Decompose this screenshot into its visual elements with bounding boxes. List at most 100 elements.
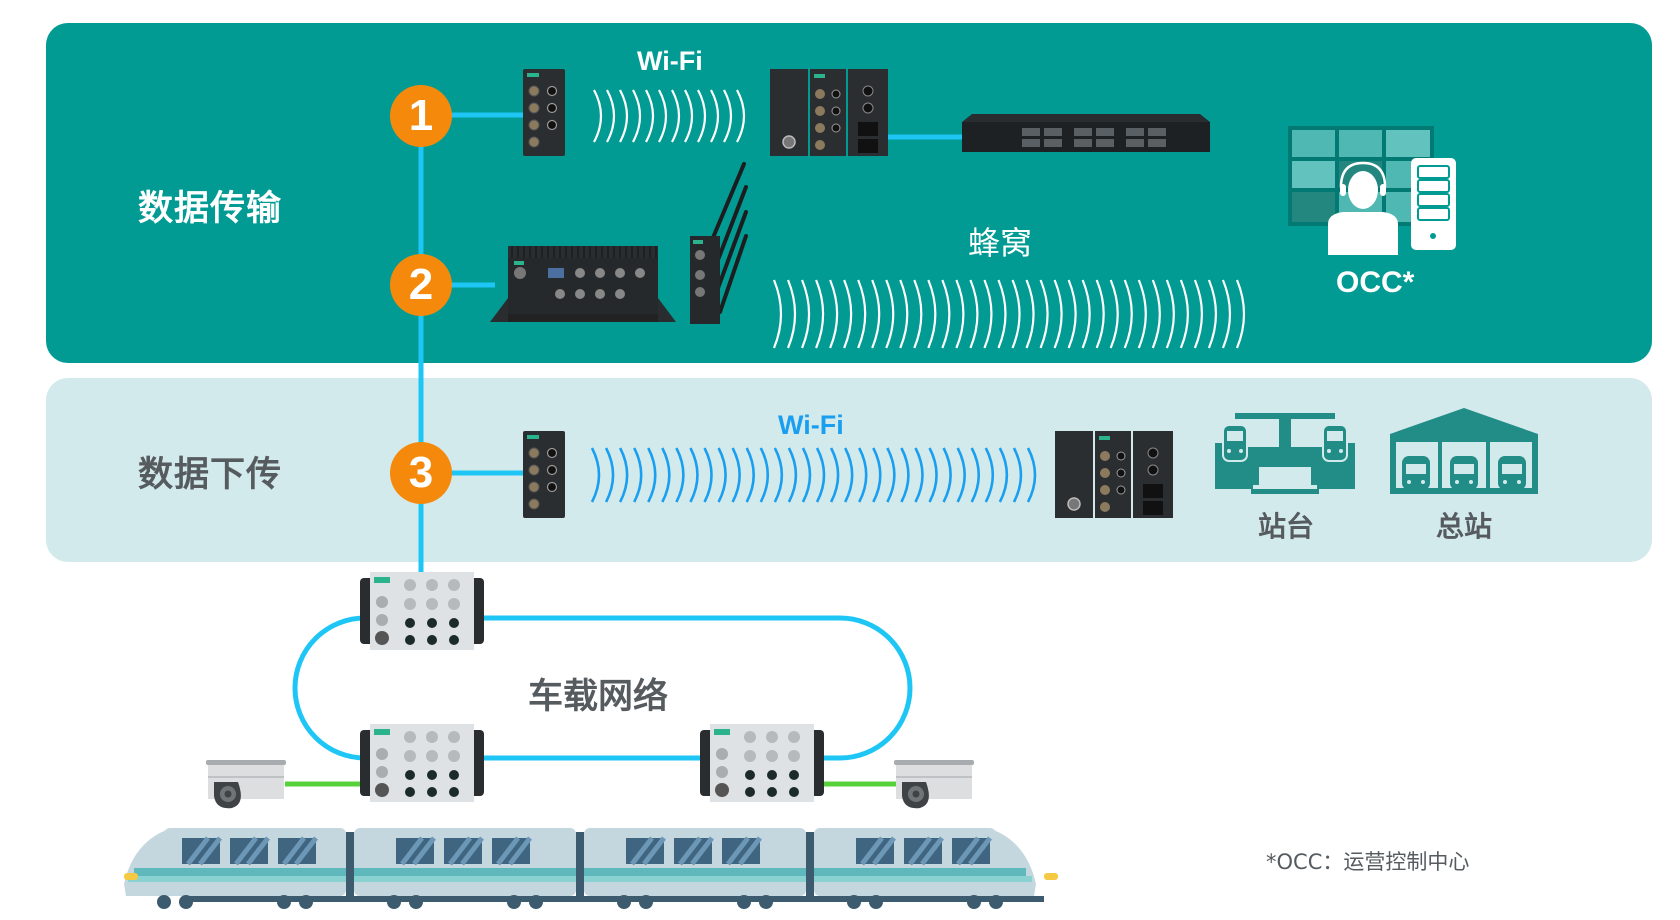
wifi-signal-offload-icon	[590, 447, 1037, 503]
signal-arc	[745, 447, 756, 503]
signal-arc	[759, 447, 770, 503]
onboard-computer-icon	[490, 246, 676, 322]
signal-arc	[956, 447, 966, 503]
onboard-switch-left-icon	[360, 724, 484, 802]
signal-arc	[1207, 279, 1217, 349]
signal-arc	[787, 447, 798, 503]
signal-arc	[983, 279, 993, 349]
signal-arc	[736, 89, 746, 143]
signal-arc	[886, 447, 896, 503]
signal-arc	[717, 447, 727, 503]
signal-arc	[675, 447, 685, 503]
signal-arc	[801, 279, 811, 349]
section-title-transmission: 数据传输	[138, 189, 283, 229]
cellular-label: 蜂窝	[968, 224, 1033, 262]
signal-arc	[843, 279, 853, 349]
signal-arc	[633, 447, 643, 503]
signal-arc	[1221, 279, 1231, 349]
train-car	[814, 828, 1036, 909]
switch-port	[1126, 128, 1144, 136]
signal-arc	[590, 447, 601, 503]
signal-arc	[928, 447, 938, 503]
headlight	[124, 873, 138, 880]
signal-arc	[1025, 279, 1035, 349]
signal-arc	[671, 89, 681, 143]
signal-arc	[1179, 279, 1189, 349]
signal-arc	[618, 447, 629, 503]
signal-arc	[703, 447, 713, 503]
signal-arc	[914, 447, 924, 503]
switch-port	[1022, 128, 1040, 136]
station-label: 站台	[1258, 510, 1315, 543]
headlight	[1044, 873, 1058, 880]
train-car	[124, 828, 346, 909]
signal-arc	[604, 447, 615, 503]
signal-arc	[647, 447, 657, 503]
signal-arc	[1026, 447, 1037, 503]
train-car	[354, 828, 576, 909]
signal-arc	[913, 279, 923, 349]
signal-arc	[1151, 279, 1161, 349]
signal-arc	[829, 447, 840, 503]
switch-port	[1096, 128, 1114, 136]
signal-arc	[1165, 279, 1175, 349]
signal-arc	[1095, 279, 1105, 349]
switch-port	[1044, 139, 1062, 147]
signal-arc	[942, 447, 952, 503]
signal-arc	[773, 447, 784, 503]
signal-arc	[645, 89, 655, 143]
depot-label: 总站	[1436, 510, 1493, 543]
wifi-label-top: Wi-Fi	[637, 46, 703, 76]
signal-arc	[1067, 279, 1077, 349]
signal-arc	[606, 89, 616, 143]
switch-port	[1096, 139, 1114, 147]
signal-arc	[844, 447, 854, 503]
occ-control-center-icon	[1288, 126, 1456, 255]
backbone-switch-icon	[962, 114, 1210, 152]
signal-arc	[619, 89, 629, 143]
signal-arc	[872, 447, 882, 503]
signal-arc	[829, 279, 839, 349]
onboard-switch-right-icon	[700, 724, 824, 802]
cellular-router-icon	[690, 162, 748, 324]
occ-label: OCC*	[1336, 266, 1415, 299]
switch-port	[1148, 139, 1166, 147]
signal-arc	[593, 89, 603, 143]
ip-camera-left-icon	[206, 760, 286, 809]
wifi-signal-top-icon	[593, 89, 746, 143]
signal-arc	[857, 279, 867, 349]
signal-arc	[801, 447, 812, 503]
switch-port	[1074, 139, 1092, 147]
cellular-signal-icon	[772, 279, 1246, 349]
section-title-offload: 数据下传	[138, 455, 283, 495]
signal-arc	[1012, 447, 1023, 503]
train-car	[584, 828, 806, 909]
signal-arc	[970, 447, 981, 503]
occ-footnote: *OCC：运营控制中心	[1266, 850, 1470, 874]
signal-arc	[1123, 279, 1133, 349]
signal-arc	[1011, 279, 1021, 349]
signal-arc	[885, 279, 895, 349]
signal-arc	[710, 89, 720, 143]
onboard-network-label: 车载网络	[528, 677, 669, 717]
signal-arc	[632, 89, 642, 143]
onboard-ring	[292, 615, 913, 761]
onboard-switch-top-icon	[360, 572, 484, 650]
signal-arc	[787, 279, 797, 349]
signal-arc	[1053, 279, 1063, 349]
switch-port	[1126, 139, 1144, 147]
signal-arc	[1081, 279, 1091, 349]
switch-port	[1044, 128, 1062, 136]
switch-port	[1022, 139, 1040, 147]
station-platform-icon	[1215, 413, 1355, 494]
signal-arc	[927, 279, 937, 349]
signal-arc	[899, 279, 909, 349]
signal-arc	[955, 279, 965, 349]
signal-arc	[661, 447, 671, 503]
ip-camera-right-icon	[894, 760, 974, 809]
signal-arc	[997, 279, 1007, 349]
signal-arc	[723, 89, 733, 143]
signal-arc	[772, 279, 783, 349]
data-offload-panel	[46, 378, 1652, 562]
